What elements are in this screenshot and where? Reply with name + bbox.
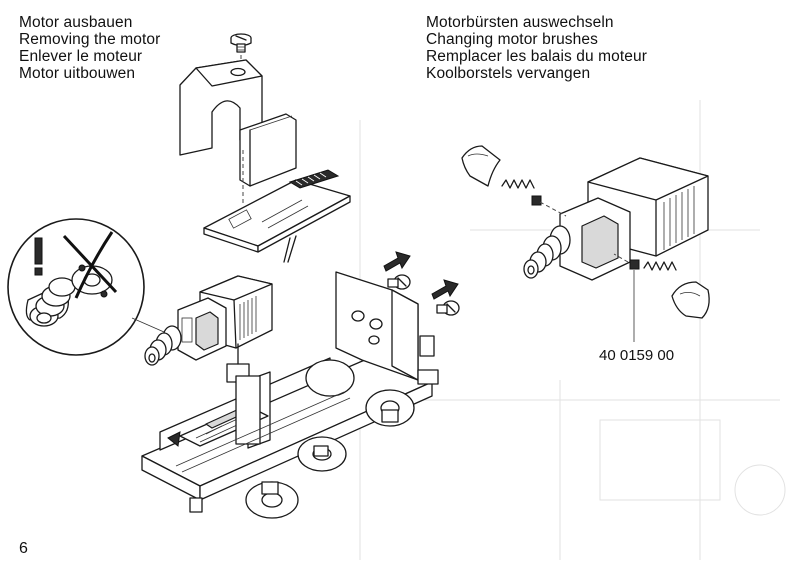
direction-arrows [383,251,459,300]
brush-cap-lower [671,281,710,319]
brush-spring-upper [501,179,535,189]
heading-line-en: Removing the motor [19,31,161,48]
remove-motor-heading: Motor ausbauen Removing the motor Enleve… [19,14,160,82]
brush-spring-lower [643,261,677,271]
page-number: 6 [19,540,28,557]
background-ghost-lines [359,100,786,560]
circuit-board [203,169,351,263]
change-brushes-heading: Motorbürsten auswechseln Changing motor … [426,14,647,82]
heading-line-fr: Enlever le moteur [19,48,143,65]
motor-brush-lower [629,259,640,270]
heading-line-de: Motorbürsten auswechseln [426,14,614,31]
motor-right [523,157,709,281]
motor-brush-upper [531,195,542,206]
part-number-label: 40 0159 00 [599,347,675,364]
heading-line-en: Changing motor brushes [426,31,598,48]
top-screw [230,33,252,53]
heading-line-de: Motor ausbauen [19,14,133,31]
heading-line-nl: Motor uitbouwen [19,65,136,82]
side-screws [387,274,460,316]
heading-line-fr: Remplacer les balais du moteur [426,48,647,65]
motor-cover-bracket [179,59,297,187]
brush-cap-upper [461,145,501,187]
heading-line-nl: Koolborstels vervangen [426,65,591,82]
caution-inset [7,218,145,356]
locomotive-chassis [141,271,439,519]
motor-assembly-left [144,275,273,383]
